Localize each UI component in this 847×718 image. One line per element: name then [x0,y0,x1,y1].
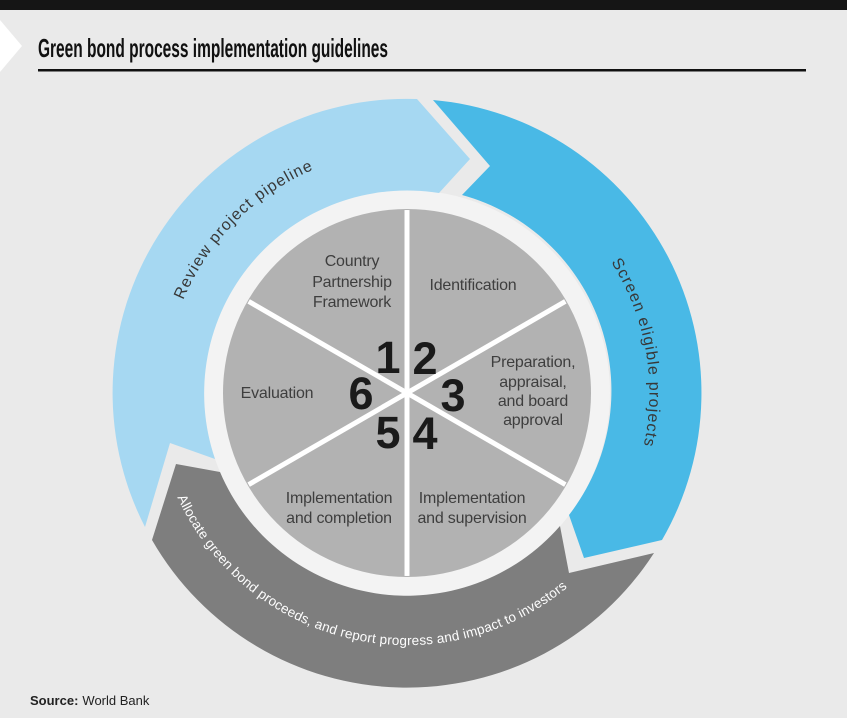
title-arrow-icon [0,20,22,72]
svg-text:Implementation: Implementation [419,490,526,507]
svg-text:Country: Country [325,253,380,270]
wheel-segment-number-3: 3 [440,370,465,421]
wheel-segment-number-4: 4 [412,408,437,459]
arc-segment-review-pipeline [112,98,470,527]
wheel-divider-diagonal-2 [246,298,568,488]
svg-text:Evaluation: Evaluation [241,385,314,402]
wheel-segment-label-4: Implementation and supervision [417,490,526,527]
wheel-dividers [246,210,568,576]
svg-text:Partnership: Partnership [312,274,392,291]
wheel-segment-number-5: 5 [375,407,400,458]
svg-text:Framework: Framework [313,294,392,311]
arc-segment-allocate-proceeds [152,464,654,688]
svg-text:Preparation,: Preparation, [491,354,576,371]
source-label: Source: [30,693,78,708]
wheel-segment-label-3: Preparation, appraisal, and board approv… [491,354,576,429]
svg-text:and completion: and completion [286,510,392,527]
svg-text:and board: and board [498,393,568,410]
wheel-segment-label-5: Implementation and completion [286,490,393,527]
arc-segment-screen-projects [433,100,702,558]
wheel-segment-label-2: Identification [429,277,516,294]
svg-text:Identification: Identification [429,277,516,294]
svg-text:Implementation: Implementation [286,490,393,507]
wheel-segment-number-1: 1 [375,332,400,383]
page-title: Green bond process implementation guidel… [38,33,388,63]
source-note: Source: World Bank [30,693,150,708]
svg-text:and supervision: and supervision [417,510,526,527]
wheel-segment-number-2: 2 [412,333,437,384]
wheel-segment-number-6: 6 [348,368,373,419]
wheel-segment-label-6: Evaluation [241,385,314,402]
svg-text:appraisal,: appraisal, [499,374,566,391]
wheel-segment-label-1: Country Partnership Framework [312,253,392,311]
source-value: World Bank [82,693,149,708]
title-underline [38,69,806,72]
top-border-bar [0,0,847,10]
svg-text:approval: approval [503,412,563,429]
